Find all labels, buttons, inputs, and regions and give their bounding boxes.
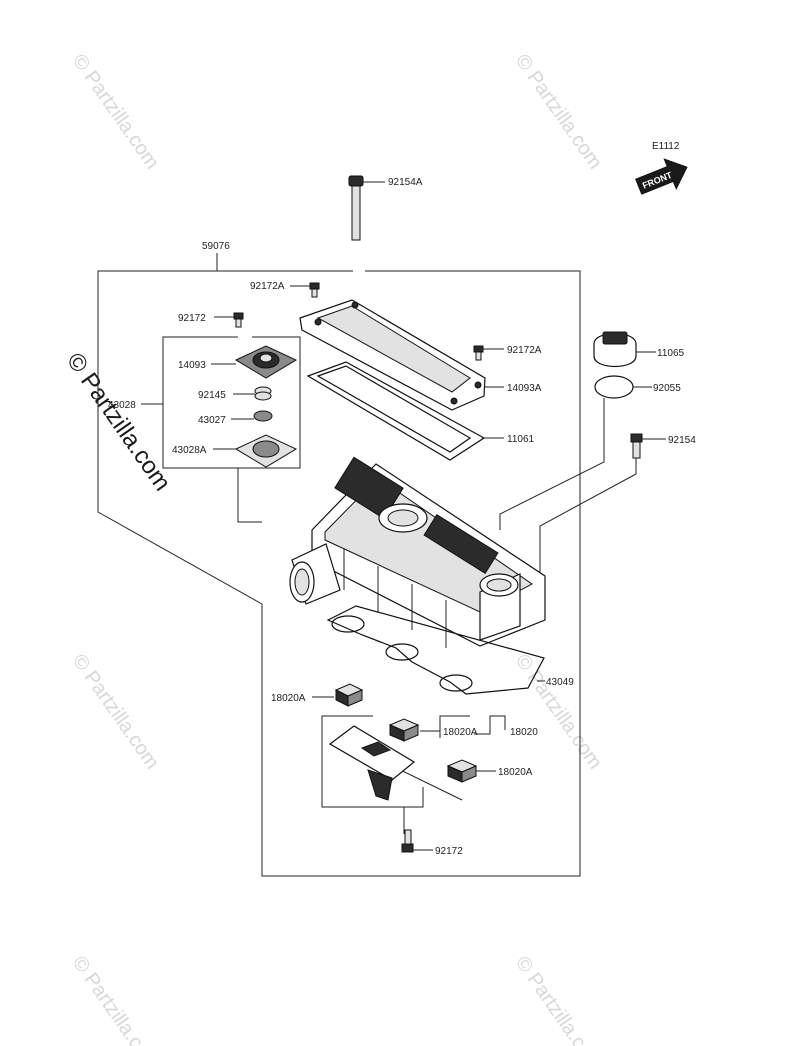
label-18020A-mid: 18020A	[443, 727, 478, 738]
label-92172-bottom: 92172	[435, 846, 463, 857]
label-43049: 43049	[546, 677, 574, 688]
part-43049	[326, 605, 545, 695]
label-92055: 92055	[653, 383, 681, 394]
label-18020A-left: 18020A	[271, 693, 306, 704]
label-11061: 11061	[507, 434, 535, 445]
bolt-92172-bottom	[401, 829, 433, 853]
part-cylinder-head-cover	[289, 456, 546, 648]
part-18020A-left	[334, 683, 364, 707]
part-92055	[499, 375, 652, 530]
bolt-92172-left	[214, 312, 244, 328]
bolt-92172A-right	[473, 345, 504, 361]
label-92172-left: 92172	[178, 313, 206, 324]
label-92154: 92154	[668, 435, 696, 446]
watermark-text: © Partzilla.com	[68, 952, 163, 1046]
label-92154A: 92154A	[388, 177, 423, 188]
label-43028: 43028	[108, 400, 136, 411]
part-14093	[211, 345, 298, 379]
part-43027	[231, 410, 273, 422]
bolt-92154	[539, 433, 666, 590]
label-14093: 14093	[178, 360, 206, 371]
watermark-text: © Partzilla.com	[511, 50, 606, 173]
diagram-code: E1112	[652, 141, 680, 152]
bolt-92172A-top	[290, 282, 320, 298]
label-43027: 43027	[198, 415, 226, 426]
front-arrow-icon: FRONT	[635, 158, 688, 195]
bolt-92154A	[348, 175, 385, 241]
part-18020-plate	[328, 725, 416, 801]
assembly-outline-59076	[97, 253, 581, 877]
label-92172A-right: 92172A	[507, 345, 542, 356]
label-43028A: 43028A	[172, 445, 207, 456]
label-92145: 92145	[198, 390, 226, 401]
watermark-text: © Partzilla.com	[511, 952, 606, 1046]
watermark-text: © Partzilla.com	[511, 650, 606, 773]
part-11065	[593, 331, 656, 367]
part-43028A	[213, 434, 298, 468]
label-18020: 18020	[510, 727, 538, 738]
part-labels: 92154A 59076 92172A 92172 14093 92145 43…	[108, 177, 696, 857]
watermark-text: © Partzilla.com	[68, 650, 163, 773]
label-59076: 59076	[202, 241, 230, 252]
label-11065: 11065	[657, 348, 685, 359]
part-18020A-right	[446, 759, 478, 783]
label-18020A-right: 18020A	[498, 767, 533, 778]
label-14093A: 14093A	[507, 383, 542, 394]
watermark-main-text: © Partzilla.com	[61, 348, 176, 496]
part-14093A	[299, 299, 504, 411]
assembly-bracket-18020	[312, 696, 506, 834]
label-92172A-top: 92172A	[250, 281, 285, 292]
part-18020A-mid	[388, 718, 420, 742]
part-11061	[306, 361, 504, 461]
watermark-text: © Partzilla.com	[68, 50, 163, 173]
part-92145	[233, 386, 272, 401]
assembly-bracket-43028	[141, 336, 301, 523]
